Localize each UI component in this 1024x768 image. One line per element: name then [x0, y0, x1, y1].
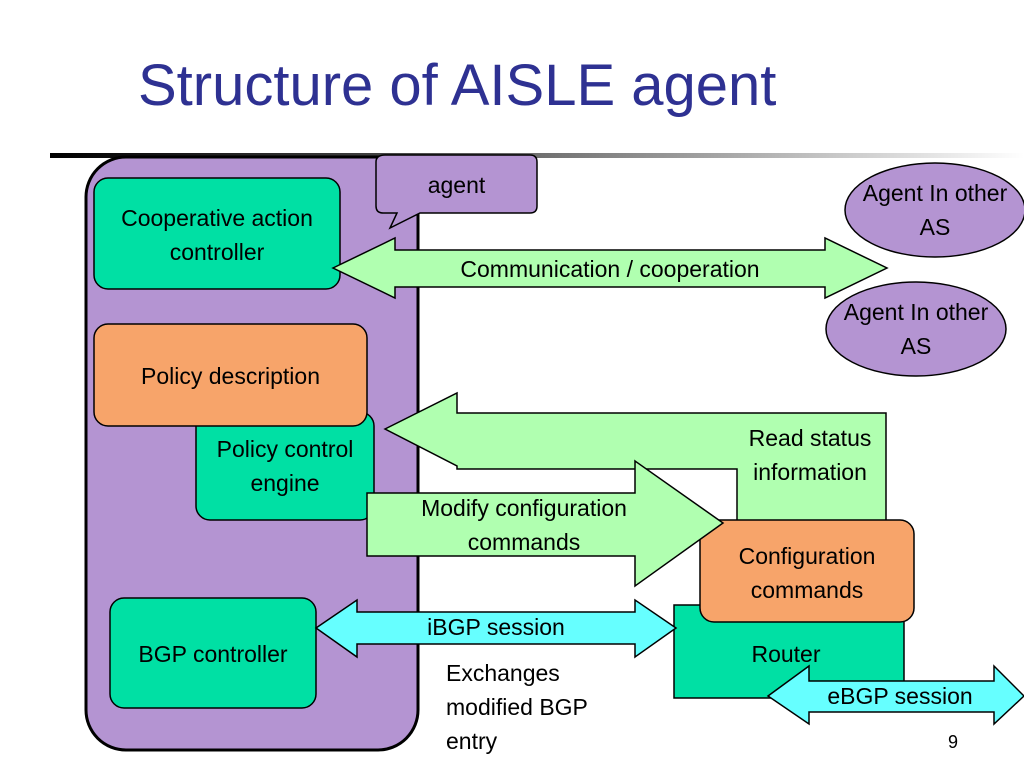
agent-callout: [375, 154, 538, 230]
configuration-commands-label: Configuration commands: [738, 543, 876, 603]
agent-other-as-2-label: Agent In other AS: [843, 299, 989, 359]
cooperative-action-controller-box: [93, 177, 341, 290]
policy-control-engine-label: Policy control engine: [216, 436, 354, 496]
modify-config-arrow: [366, 459, 725, 588]
agent-other-as-2-ellipse: [825, 281, 1007, 377]
ibgp-arrow: [314, 598, 678, 659]
exchanges-note: Exchanges modified BGP entry: [446, 660, 588, 754]
cooperative-action-controller-label: Cooperative action controller: [121, 205, 313, 265]
title-rule: [50, 153, 1024, 158]
ebgp-arrow: [766, 664, 1024, 726]
configuration-commands-box: [699, 519, 915, 623]
modify-config-label: Modify configuration commands: [421, 495, 627, 555]
agent-other-as-1-ellipse: [844, 162, 1024, 258]
slide-title: Structure of AISLE agent: [138, 53, 777, 118]
ibgp-label: iBGP session: [427, 614, 565, 640]
agent-callout-label: agent: [427, 172, 486, 198]
page-number: 9: [948, 732, 959, 752]
bgp-controller-label: BGP controller: [138, 641, 288, 667]
bgp-controller-box: [109, 597, 317, 709]
router-label: Router: [751, 641, 821, 667]
policy-description-label: Policy description: [141, 363, 320, 389]
communication-label: Communication / cooperation: [460, 256, 760, 282]
read-status-label: Read status information: [748, 425, 872, 485]
agent-other-as-1-label: Agent In other AS: [862, 180, 1008, 240]
policy-description-box: [93, 323, 368, 427]
communication-arrow: [331, 236, 889, 300]
ebgp-label: eBGP session: [827, 683, 973, 709]
